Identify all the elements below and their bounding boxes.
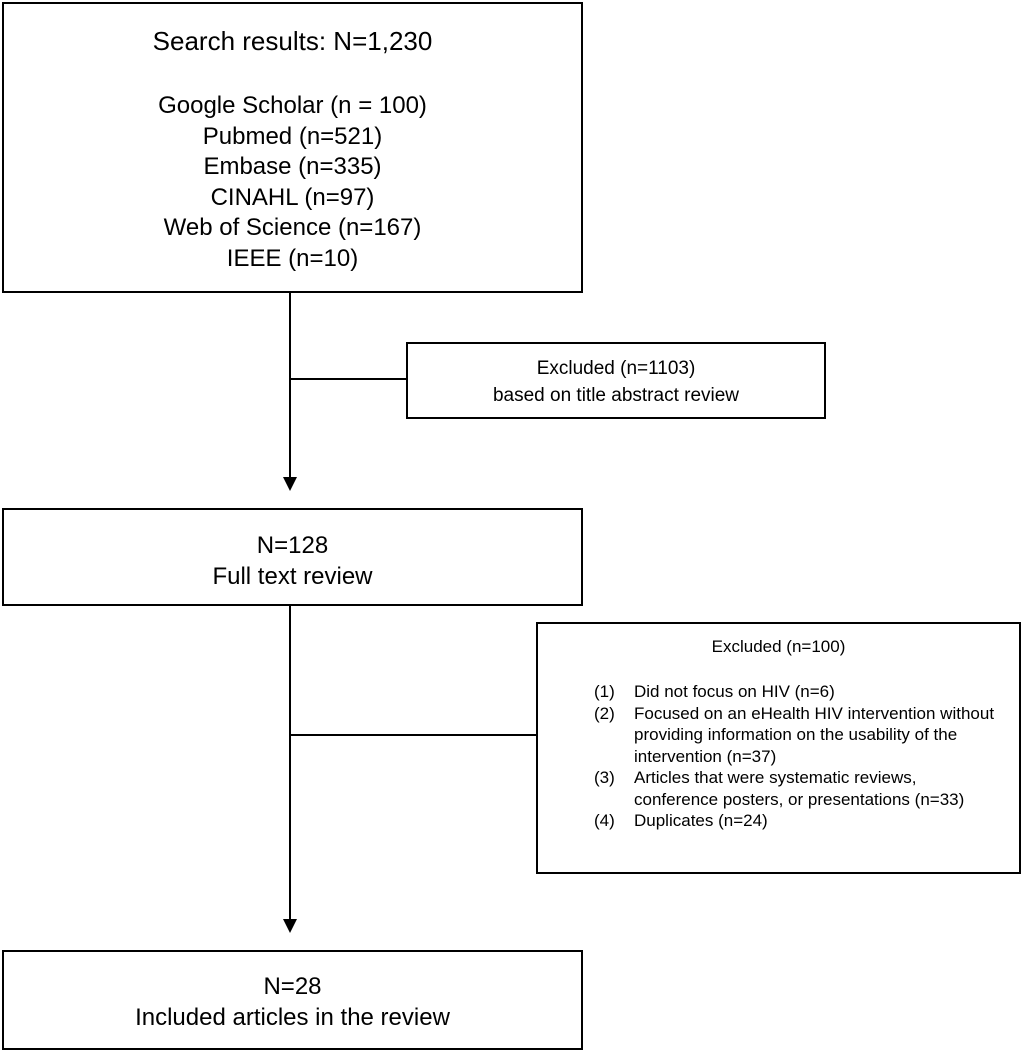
reason-text: Did not focus on HIV (n=6) (634, 682, 835, 701)
included-articles-box: N=28 Included articles in the review (2, 950, 583, 1050)
included-count: N=28 (263, 973, 322, 1000)
branch-line-2 (291, 734, 536, 736)
source-item: Google Scholar (n = 100) (158, 92, 427, 119)
list-item: (1) Did not focus on HIV (n=6) (594, 681, 1004, 703)
search-results-title: Search results: N=1,230 (152, 26, 433, 56)
list-item: (3) Articles that were systematic review… (594, 767, 1004, 810)
list-item: (2) Focused on an eHealth HIV interventi… (594, 703, 1004, 768)
excluded-title-abstract-box: Excluded (n=1103) based on title abstrac… (406, 342, 826, 419)
exclusion-reasons-list: (1) Did not focus on HIV (n=6) (2) Focus… (594, 681, 1004, 832)
reason-number: (2) (594, 703, 615, 723)
reason-number: (1) (594, 682, 615, 701)
full-text-count: N=128 (256, 532, 329, 559)
source-item: Pubmed (n=521) (202, 122, 383, 150)
source-item: IEEE (n=10) (226, 244, 359, 272)
source-item: CINAHL (n=97) (210, 183, 375, 211)
arrowhead-2 (283, 919, 297, 933)
reason-number: (4) (594, 811, 615, 830)
connector-line-2 (289, 606, 291, 919)
search-results-box: Search results: N=1,230 Google Scholar (… (2, 2, 583, 293)
source-item: Embase (n=335) (203, 153, 382, 180)
included-label: Included articles in the review (135, 1004, 450, 1031)
branch-line-1 (291, 378, 406, 380)
reason-text: Articles that were systematic reviews, c… (634, 768, 965, 809)
connector-line-1 (289, 293, 291, 477)
excluded-reason: based on title abstract review (492, 385, 740, 406)
source-item: Web of Science (n=167) (163, 214, 422, 241)
list-item: (4) Duplicates (n=24) (594, 810, 1004, 832)
reason-number: (3) (594, 768, 615, 787)
reason-text: Duplicates (n=24) (634, 811, 768, 830)
excluded-full-text-box: Excluded (n=100) (1) Did not focus on HI… (536, 622, 1021, 874)
full-text-label: Full text review (212, 563, 373, 590)
excluded-full-text-title: Excluded (n=100) (711, 637, 846, 656)
reason-text: Focused on an eHealth HIV intervention w… (634, 703, 995, 766)
search-sources-list: Google Scholar (n = 100) Pubmed (n=521) … (4, 91, 581, 274)
full-text-review-box: N=128 Full text review (2, 508, 583, 606)
arrowhead-1 (283, 477, 297, 491)
excluded-count: Excluded (n=1103) (536, 358, 696, 379)
